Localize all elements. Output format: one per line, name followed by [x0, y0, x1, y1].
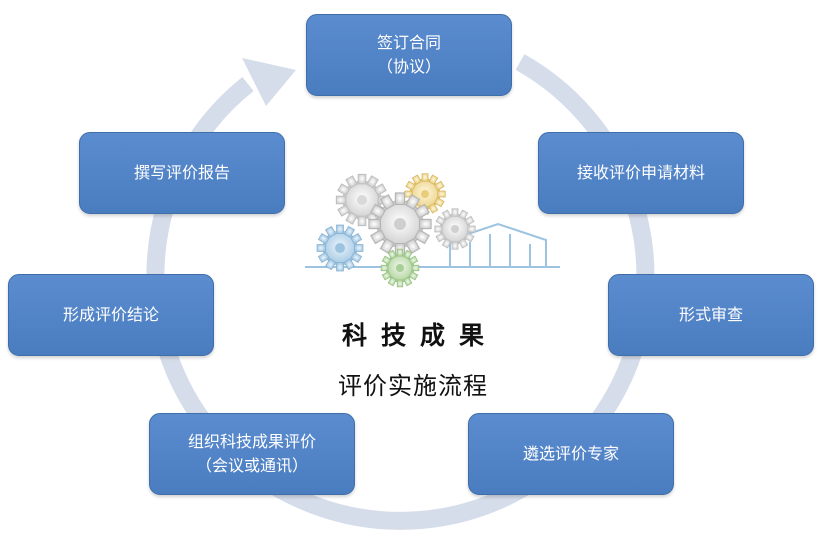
center-title: 科技成果 [341, 321, 498, 350]
step-sign-contract: 签订合同 （协议） [306, 14, 512, 96]
gears-icon [305, 173, 560, 288]
step-form-conclusion: 形成评价结论 [8, 274, 214, 356]
step-label: 形式审查 [678, 305, 743, 324]
step-write-report: 撰写评价报告 [79, 132, 285, 214]
step-label: 组织科技成果评价 [187, 432, 316, 451]
step-sublabel: （协议） [376, 57, 441, 76]
step-label: 签订合同 [376, 33, 441, 52]
step-receive-materials: 接收评价申请材料 [538, 132, 744, 214]
cycle-ring-arc [146, 54, 655, 530]
step-label: 遴选评价专家 [522, 444, 619, 463]
step-label: 形成评价结论 [62, 305, 159, 324]
step-label: 撰写评价报告 [133, 163, 230, 182]
step-label: 接收评价申请材料 [576, 163, 705, 182]
step-sublabel: （会议或通讯） [195, 456, 308, 475]
step-formal-review: 形式审查 [608, 274, 814, 356]
step-organize-evaluation: 组织科技成果评价 （会议或通讯） [149, 413, 355, 495]
step-select-experts: 遴选评价专家 [468, 413, 674, 495]
cycle-arrow-head-icon [242, 58, 296, 106]
center-subtitle: 评价实施流程 [338, 372, 488, 400]
